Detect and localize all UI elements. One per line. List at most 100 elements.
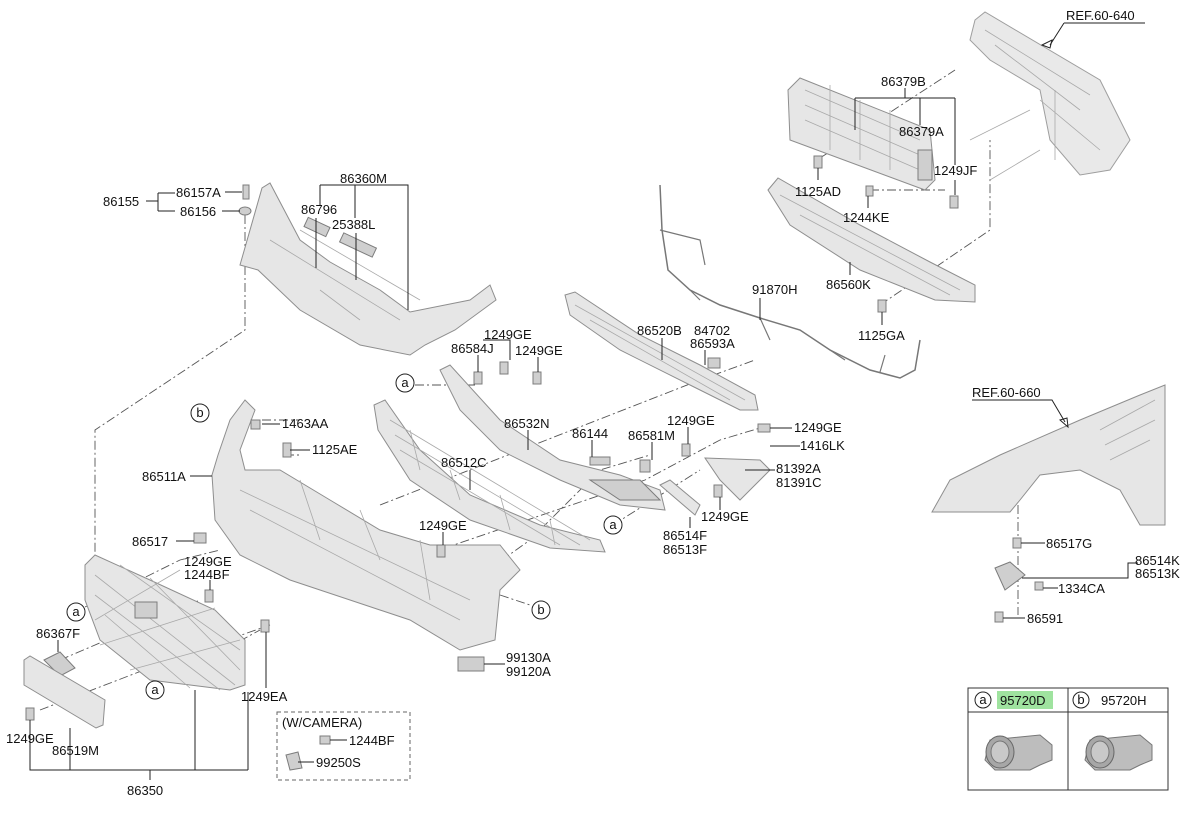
label-86144: 86144: [572, 426, 608, 441]
legend-b-letter: b: [1077, 692, 1084, 707]
label-86519M: 86519M: [52, 743, 99, 758]
label-1249JF: 1249JF: [934, 163, 977, 178]
label-1416LK: 1416LK: [800, 438, 845, 453]
label-86513F: 86513F: [663, 542, 707, 557]
legend-b-part: 95720H: [1101, 693, 1147, 708]
bracket-86591: [994, 611, 1004, 623]
bolt-1125GA: [877, 299, 887, 313]
label-86560K: 86560K: [826, 277, 871, 292]
lower-grille-86512C: [373, 399, 606, 553]
radiator-grille-86350: [84, 554, 246, 691]
svg-text:a: a: [401, 375, 409, 390]
label-81391C: 81391C: [776, 475, 822, 490]
bolt-1244BF-camera: [319, 735, 331, 745]
label-1334CA: 1334CA: [1058, 581, 1105, 596]
callout-a-1: a: [395, 373, 415, 393]
label-86156: 86156: [180, 204, 216, 219]
bolt-1249GE-d: [757, 423, 771, 433]
label-86514F: 86514F: [663, 528, 707, 543]
label-86379A: 86379A: [899, 124, 944, 139]
label-86157A: 86157A: [176, 185, 221, 200]
clip-86584J: [473, 371, 483, 385]
label-86517G: 86517G: [1046, 536, 1092, 551]
trim-86144: [589, 456, 611, 466]
absorber-86560K: [767, 177, 976, 303]
label-86513K: 86513K: [1135, 566, 1180, 581]
label-99120A: 99120A: [506, 664, 551, 679]
legend-a-highlight: [997, 691, 1053, 709]
active-grille-86379B: [787, 77, 936, 191]
label-1244KE: 1244KE: [843, 210, 890, 225]
label-86581M: 86581M: [628, 428, 675, 443]
label-1249GE-g: 1249GE: [701, 509, 749, 524]
bracket-86513K: [994, 561, 1026, 591]
license-plate-bracket-86519M: [23, 655, 106, 729]
radiator-support-ref: [969, 11, 1131, 181]
label-81392A: 81392A: [776, 461, 821, 476]
label-86367F: 86367F: [36, 626, 80, 641]
svg-text:a: a: [609, 517, 617, 532]
label-1244BF: 1244BF: [184, 567, 230, 582]
bolt-1249GE-g: [713, 484, 723, 498]
sticker-86796: [303, 216, 331, 238]
ref-top-label: REF.60-640: [1066, 8, 1135, 23]
svg-text:a: a: [151, 682, 159, 697]
label-99130A: 99130A: [506, 650, 551, 665]
label-1249GE-h: 1249GE: [6, 731, 54, 746]
svg-text:b: b: [196, 405, 203, 420]
bolt-1249JF: [949, 195, 959, 209]
camera-bracket-99250S: [285, 751, 303, 771]
fender-ref: [931, 384, 1166, 526]
sensor-legend: a 95720D b 95720H: [967, 687, 1169, 791]
camera-bolt-label: 1244BF: [349, 733, 395, 748]
parking-sensor-b: [1084, 734, 1153, 771]
bolt-1249GE-c: [681, 443, 691, 457]
label-86514K: 86514K: [1135, 553, 1180, 568]
label-25388L: 25388L: [332, 217, 375, 232]
parking-sensor-a: [984, 734, 1053, 771]
lower-lip-86532N: [439, 364, 666, 511]
bolt-1125AD: [813, 155, 823, 169]
sticker-25388L: [338, 232, 378, 258]
emblem-mount: [134, 601, 158, 619]
label-1125GA: 1125GA: [858, 328, 905, 343]
bolt-1249GE-b: [532, 371, 542, 385]
callout-b-2: b: [531, 600, 551, 620]
label-1249GE-f: 1249GE: [184, 554, 232, 569]
clip-1334CA: [1034, 581, 1044, 591]
bolt-1249GE-a: [499, 361, 509, 375]
side-bracket-81392A: [704, 457, 771, 501]
legend-a-part: 95720D: [1000, 693, 1046, 708]
label-86350: 86350: [127, 783, 163, 798]
label-91870H: 91870H: [752, 282, 798, 297]
wiring-harness-91870H: [659, 184, 921, 379]
bolt-1249GE-h: [25, 707, 35, 721]
label-86584J: 86584J: [451, 341, 494, 356]
bracket-86514F: [659, 479, 701, 516]
bolt-1249GE-e: [436, 544, 446, 558]
label-84702: 84702: [694, 323, 730, 338]
bracket-86593A: [707, 357, 721, 369]
clip-86157A: [242, 184, 250, 200]
bolt-1125AE: [282, 442, 292, 458]
label-86591: 86591: [1027, 611, 1063, 626]
bracket-86517G: [1012, 537, 1022, 549]
label-1249GE-b: 1249GE: [515, 343, 563, 358]
label-86593A: 86593A: [690, 336, 735, 351]
label-1125AE: 1125AE: [312, 442, 358, 457]
camera-option-box: (W/CAMERA) 1244BF 99250S: [276, 711, 411, 781]
clip-86156: [238, 206, 252, 216]
callout-a-4: a: [145, 680, 165, 700]
legend-a-circle: [974, 691, 992, 709]
part-labels: REF.60-640 REF.60-660 86155 86157A 86156…: [6, 8, 1180, 798]
label-1249GE-a: 1249GE: [484, 327, 532, 342]
bolt-1244KE: [865, 185, 874, 197]
label-1249GE-e: 1249GE: [419, 518, 467, 533]
upper-cover-86360M: [239, 182, 497, 356]
bracket-86581M: [639, 459, 651, 473]
camera-bracket-99130A: [457, 656, 485, 672]
svg-text:b: b: [537, 602, 544, 617]
label-86155: 86155: [103, 194, 139, 209]
label-1125AD: 1125AD: [795, 184, 841, 199]
